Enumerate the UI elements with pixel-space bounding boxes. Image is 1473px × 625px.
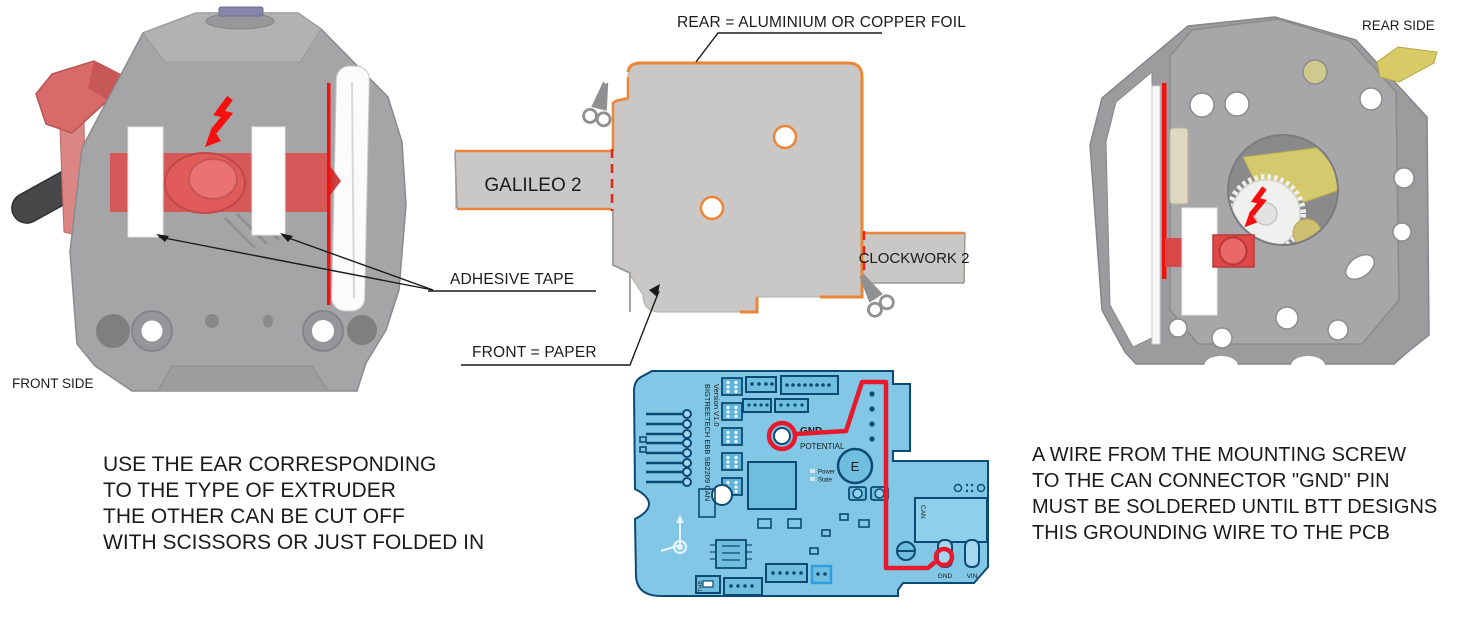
galileo-ear-tab: [455, 151, 612, 209]
power-led: [810, 469, 815, 473]
note-line: A WIRE FROM THE MOUNTING SCREW: [1032, 444, 1406, 466]
mounting-hole: [711, 484, 733, 506]
state-label: State: [818, 478, 833, 484]
front-extruder-render: [11, 6, 407, 392]
plate-holes: [1168, 87, 1415, 349]
adhesive-tape-strip-rear: [1181, 207, 1218, 316]
template-hole: [772, 124, 798, 150]
pcb-render: BIGTREETECH EBB SB2209 CAN Version V1.0: [632, 370, 989, 597]
axis-indicator: [660, 515, 687, 554]
template-hole: [699, 195, 725, 221]
rear-extruder-render: [1089, 16, 1438, 376]
foil-edge: [626, 61, 864, 299]
ground-wire-note: A WIRE FROM THE MOUNTING SCREW TO THE CA…: [1032, 444, 1437, 544]
driver-ic: [715, 539, 747, 569]
note-line: TO THE TYPE OF EXTRUDER: [103, 479, 396, 502]
filament-inlet: [218, 6, 264, 17]
pin-vin-label: VIN: [967, 573, 978, 580]
template-body: [612, 62, 863, 313]
thb-label: THB: [698, 581, 704, 592]
adhesive-tape-label: ADHESIVE TAPE: [450, 271, 574, 288]
shield-template-render: GALILEO 2 CLOCKWORK 2: [454, 61, 970, 321]
board-version: Version V1.0: [712, 384, 721, 427]
ground-wire-path: [794, 379, 937, 571]
clockwork-ear-tab: [863, 233, 965, 283]
adhesive-tape-strip-left: [127, 126, 164, 238]
note-line: THIS GROUNDING WIRE TO THE PCB: [1032, 522, 1390, 544]
rear-side-label: REAR SIDE: [1362, 18, 1435, 33]
bottom-connector-5pin: [723, 577, 763, 596]
mounting-screw: [896, 541, 916, 561]
foil-edge-line: [1162, 83, 1167, 279]
potential-label: POTENTIAL: [800, 442, 845, 451]
board-name: BIGTREETECH EBB SB2209 CAN: [703, 384, 712, 501]
note-line: USE THE EAR CORRESPONDING: [103, 453, 436, 476]
mcu-chip: [747, 461, 797, 510]
pin-gnd-label: GND: [938, 573, 953, 580]
top-connectors: [742, 375, 839, 413]
yellow-lever: [1376, 46, 1438, 83]
galileo-tab-label: GALILEO 2: [484, 175, 581, 196]
can-connector: [914, 497, 988, 543]
front-side-label: FRONT SIDE: [12, 376, 94, 391]
state-led: [810, 477, 815, 481]
front-paper-label: FRONT = PAPER: [472, 344, 597, 361]
leader-arrow: [649, 284, 660, 297]
frame-window: [1105, 70, 1153, 348]
jumper-headers: [721, 377, 743, 496]
probe-connector-highlighted: [810, 564, 833, 585]
power-label: Power: [818, 470, 835, 476]
can-label: CAN: [919, 505, 926, 519]
adhesive-tape-strip-right: [251, 126, 286, 236]
adhesive-leader-lines: [158, 235, 596, 292]
note-line: THE OTHER CAN BE CUT OFF: [103, 505, 405, 528]
note-line: MUST BE SOLDERED UNTIL BTT DESIGNS: [1032, 496, 1437, 518]
gpio-pins: [646, 409, 692, 487]
rear-foil-label: REAR = ALUMINIUM OR COPPER FOIL: [677, 14, 966, 31]
leader-arrow: [156, 234, 169, 242]
foil-edge-line: [327, 83, 331, 305]
inductor: [836, 447, 874, 485]
front-paper-leader: [461, 290, 660, 366]
ear-instructions-note: USE THE EAR CORRESPONDING TO THE TYPE OF…: [103, 453, 484, 554]
leader-arrow: [280, 233, 293, 242]
note-line: WITH SCISSORS OR JUST FOLDED IN: [103, 531, 484, 554]
can-vin-pin: [964, 539, 980, 568]
inductor-label: E: [851, 459, 860, 474]
clockwork-tab-label: CLOCKWORK 2: [859, 250, 970, 267]
passives: [639, 436, 870, 555]
gnd-potential-ring: [766, 420, 798, 452]
ground-wire-loop: [933, 546, 955, 568]
pcb-edge-panel: [1151, 85, 1161, 345]
drive-gear-assembly: [1229, 146, 1337, 244]
note-line: TO THE CAN CONNECTOR "GND" PIN: [1032, 470, 1390, 492]
rear-foil-leader: [695, 32, 882, 63]
